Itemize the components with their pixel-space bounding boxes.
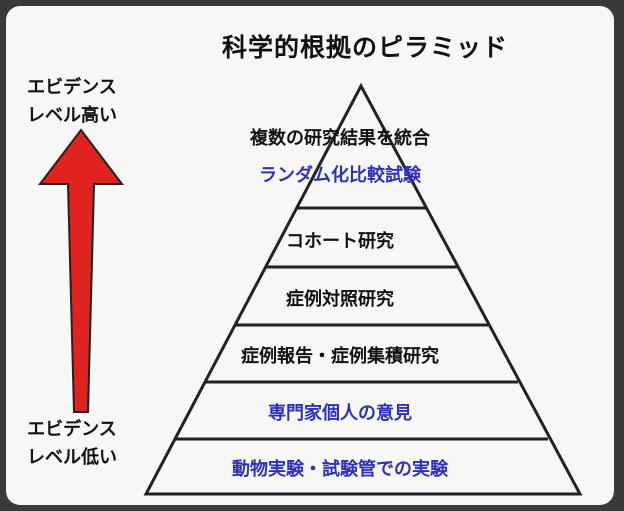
evidence-pyramid	[143, 82, 583, 496]
tier-meta-analysis: 複数の研究結果を統合	[250, 128, 430, 149]
up-arrow-icon	[37, 128, 125, 413]
tier-animal-lab: 動物実験・試験管での実験	[232, 459, 448, 480]
tier-rct: ランダム化比較試験	[259, 165, 421, 186]
tier-cohort: コホート研究	[286, 231, 394, 252]
page-title: 科学的根拠のピラミッド	[221, 33, 508, 62]
slide: 科学的根拠のピラミッド エビデンス レベル高い エビデンス レベル低い 複数の研…	[6, 6, 614, 505]
evidence-level-low-label: エビデンス レベル低い	[27, 419, 117, 468]
pyramid-outline	[143, 82, 583, 496]
tier-case-control: 症例対照研究	[286, 289, 394, 310]
evidence-level-high-label: エビデンス レベル高い	[27, 77, 117, 126]
tier-expert-opinion: 専門家個人の意見	[268, 403, 412, 424]
tier-case-report: 症例報告・症例集積研究	[241, 346, 439, 367]
